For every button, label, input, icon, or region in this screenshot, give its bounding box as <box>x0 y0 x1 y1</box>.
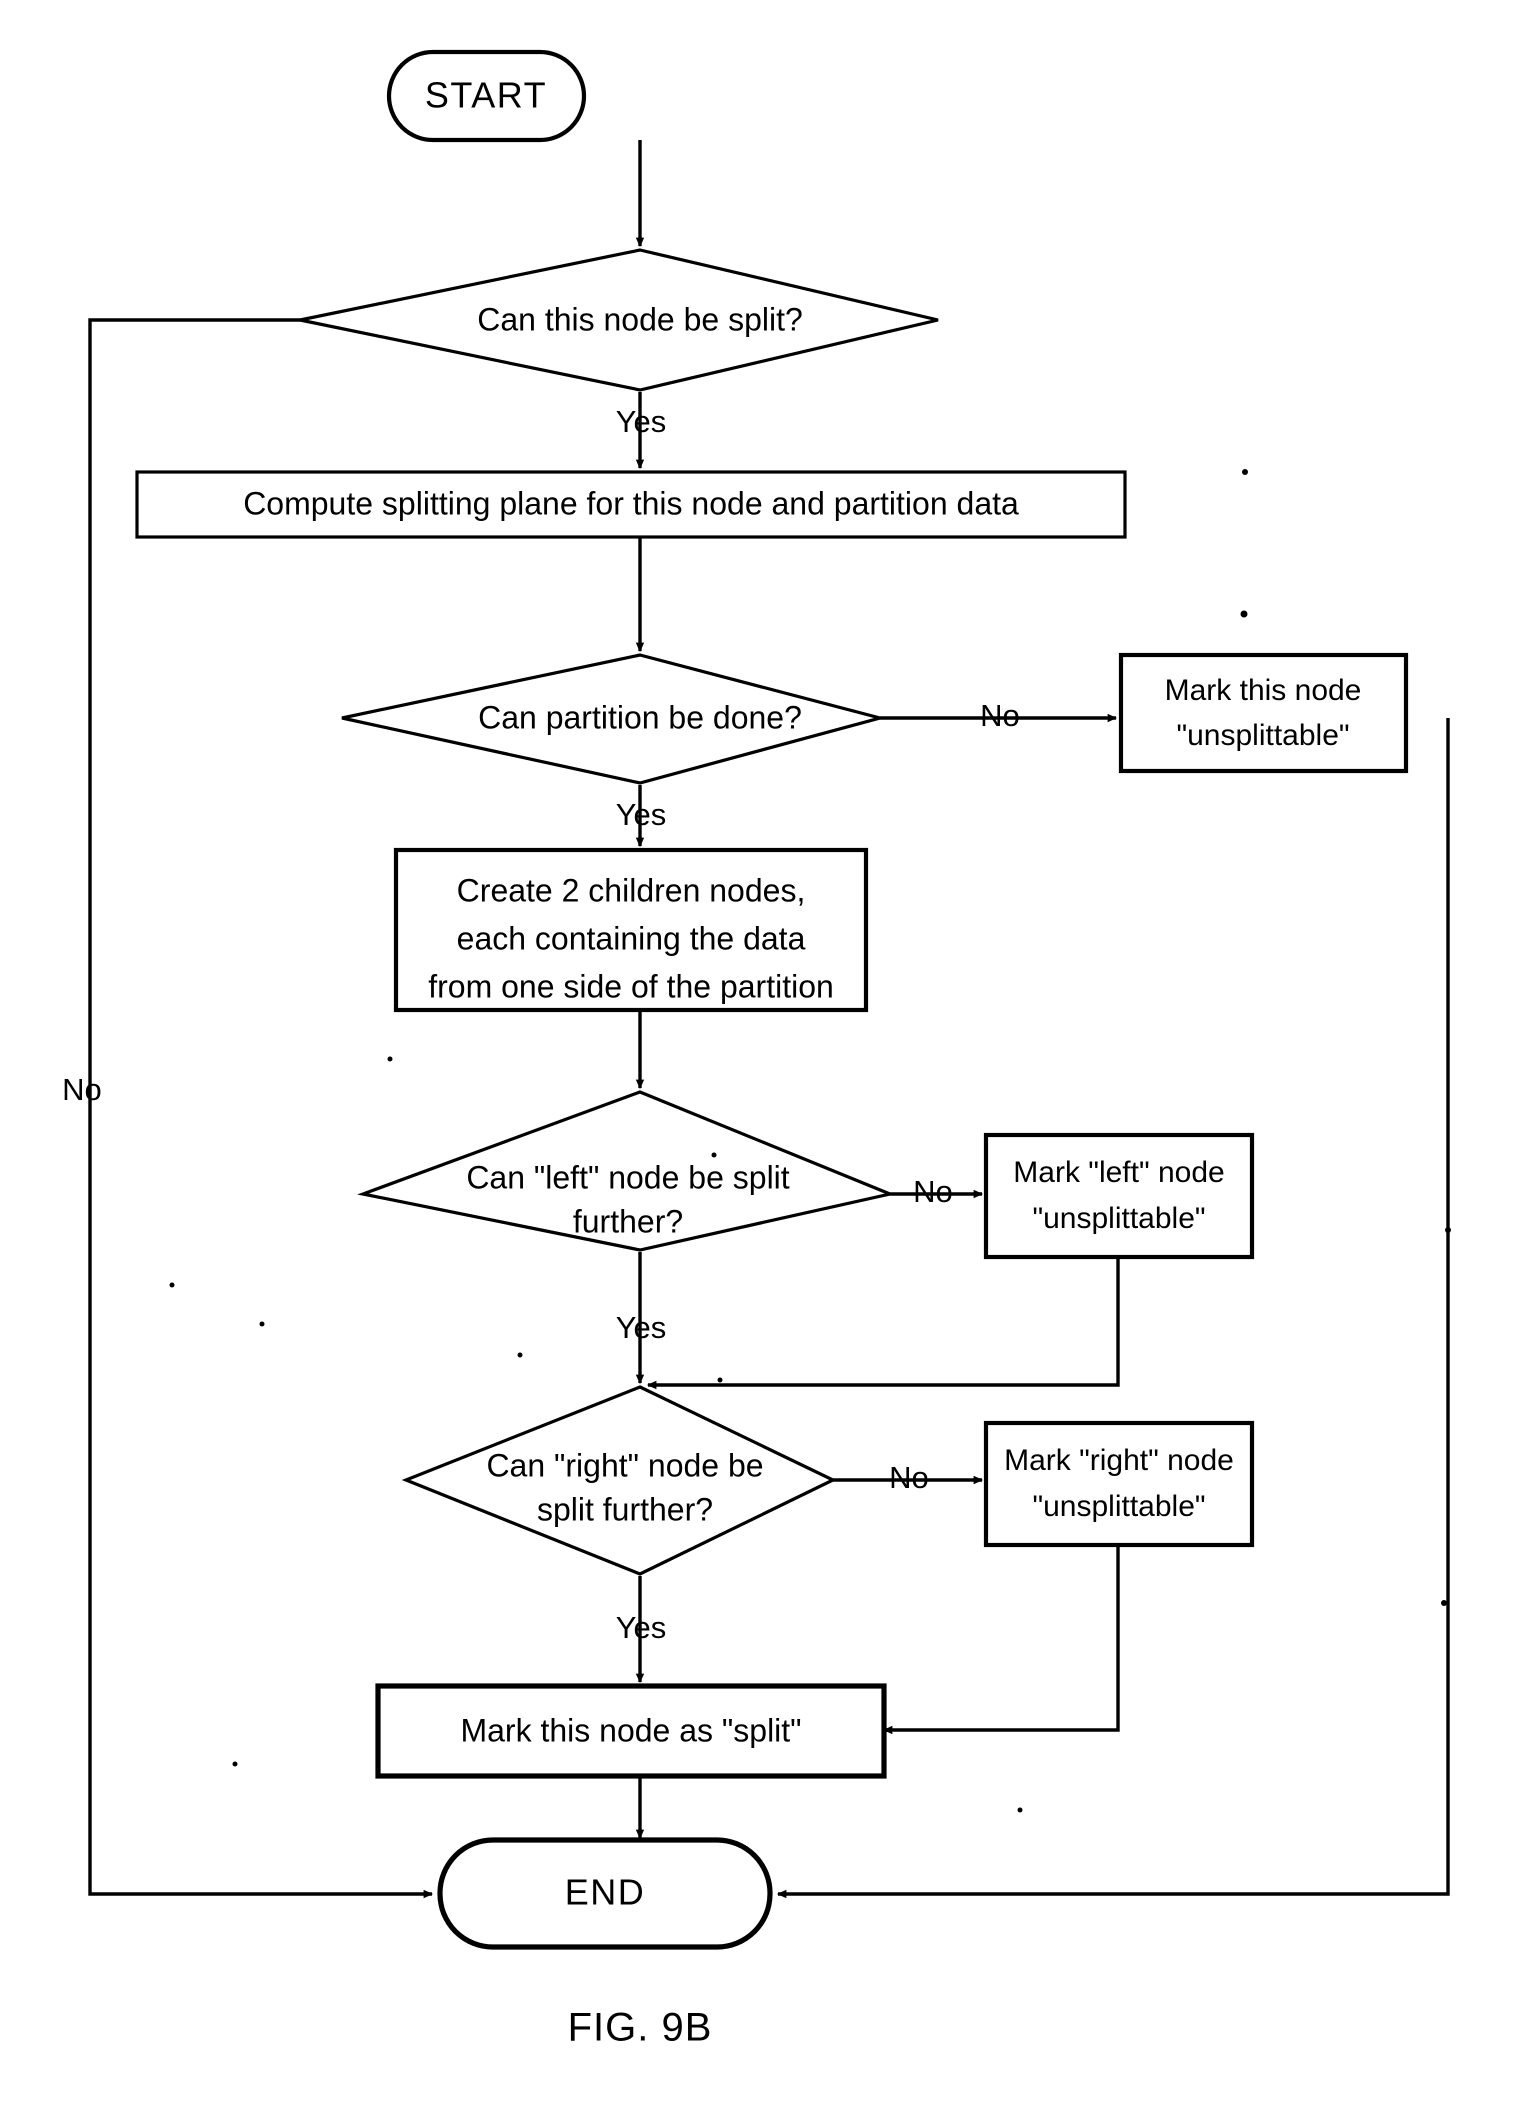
edge-mark-right-to-mark-split <box>882 1545 1120 1735</box>
node-process-mark-unsplittable-line2: "unsplittable" <box>1176 719 1349 752</box>
node-process-create-children-line3: from one side of the partition <box>428 968 834 1004</box>
node-decision-right-split-line1: Can "right" node be <box>486 1447 763 1483</box>
edge-can-split-no-to-end <box>88 318 434 1899</box>
node-process-mark-split: Mark this node as "split" <box>375 1683 887 1779</box>
node-process-create-children-line2: each containing the data <box>457 920 806 956</box>
node-decision-left-split-line2: further? <box>573 1203 683 1239</box>
node-process-create-children: Create 2 children nodes, each containing… <box>393 847 869 1013</box>
scan-artifacts <box>169 469 1451 1813</box>
edge-label-right-yes: Yes <box>616 1610 667 1645</box>
edge-mark-left-to-right-decision <box>646 1257 1120 1390</box>
node-start-label: START <box>425 75 547 116</box>
node-process-mark-right: Mark "right" node "unsplittable" <box>983 1420 1255 1548</box>
edge-label-can-split-no: No <box>62 1072 102 1107</box>
edge-label-left-no: No <box>913 1174 953 1209</box>
node-process-mark-unsplittable: Mark this node "unsplittable" <box>1118 652 1409 774</box>
node-decision-left-split: Can "left" node be split further? <box>357 1090 896 1252</box>
node-process-mark-left-line2: "unsplittable" <box>1032 1202 1205 1235</box>
node-process-compute-plane-label: Compute splitting plane for this node an… <box>243 485 1019 521</box>
edge-label-left-yes: Yes <box>616 1310 667 1345</box>
node-end-label: END <box>565 1872 646 1913</box>
node-process-create-children-line1: Create 2 children nodes, <box>457 872 806 908</box>
node-decision-partition-done-label: Can partition be done? <box>478 699 802 735</box>
node-end: END <box>437 1837 773 1950</box>
node-process-mark-left-line1: Mark "left" node <box>1013 1156 1224 1189</box>
node-process-mark-unsplittable-line1: Mark this node <box>1165 674 1362 707</box>
edge-mark-node-to-end <box>776 718 1450 1899</box>
node-decision-can-split-label: Can this node be split? <box>477 301 803 337</box>
node-start: START <box>386 49 587 143</box>
node-process-mark-left: Mark "left" node "unsplittable" <box>983 1132 1255 1260</box>
node-process-mark-right-line2: "unsplittable" <box>1032 1490 1205 1523</box>
node-process-mark-split-label: Mark this node as "split" <box>460 1712 801 1748</box>
figure-caption: FIG. 9B <box>568 2006 713 2050</box>
node-process-compute-plane: Compute splitting plane for this node an… <box>135 470 1127 539</box>
node-decision-can-split: Can this node be split? <box>299 248 939 392</box>
edge-label-right-no: No <box>889 1460 929 1495</box>
edge-label-can-split-yes: Yes <box>616 404 667 439</box>
node-decision-right-split: Can "right" node be split further? <box>401 1385 837 1576</box>
node-decision-partition-done: Can partition be done? <box>341 653 887 785</box>
node-decision-left-split-line1: Can "left" node be split <box>466 1159 789 1195</box>
edge-label-partition-yes: Yes <box>616 797 667 832</box>
node-process-mark-right-line1: Mark "right" node <box>1004 1444 1234 1477</box>
node-decision-right-split-line2: split further? <box>537 1491 713 1527</box>
edge-label-partition-no: No <box>980 698 1020 733</box>
